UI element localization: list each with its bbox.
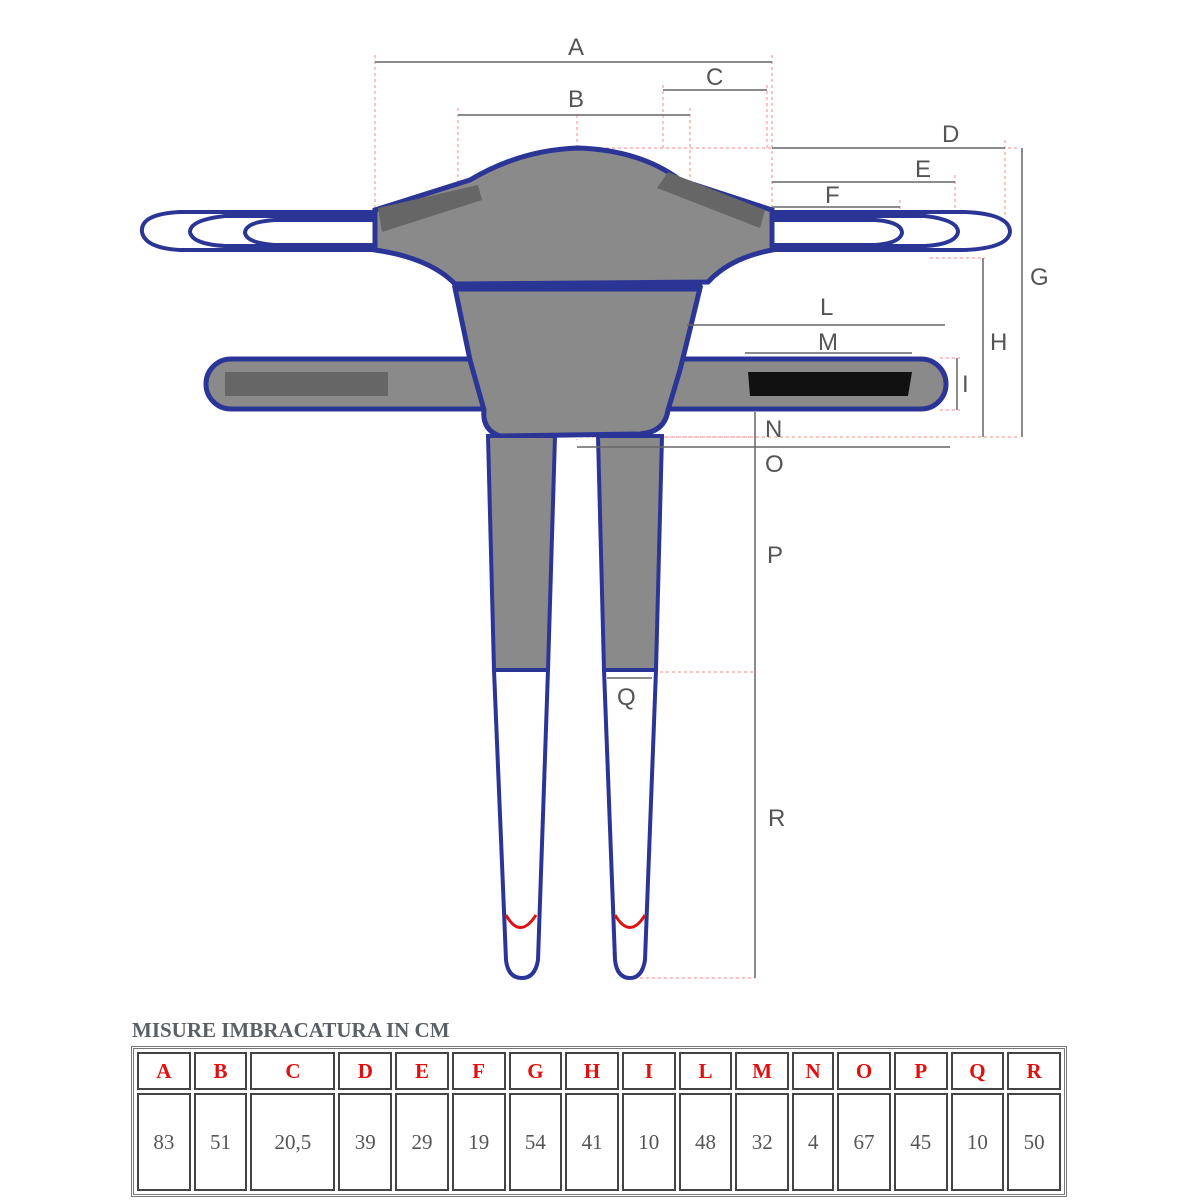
label-H: H: [990, 329, 1007, 356]
header-cell: F: [451, 1052, 506, 1090]
label-N: N: [765, 416, 782, 443]
label-Q: Q: [617, 684, 636, 711]
value-cell: 67: [837, 1093, 891, 1191]
value-cell: 10: [621, 1093, 676, 1191]
header-cell: H: [565, 1052, 619, 1090]
header-cell: B: [193, 1052, 248, 1090]
header-cell: G: [508, 1052, 563, 1090]
right-belt-velcro: [748, 372, 912, 396]
label-O: O: [765, 451, 784, 478]
value-cell: 39: [338, 1093, 393, 1191]
label-B: B: [568, 86, 584, 113]
header-cell: P: [893, 1052, 948, 1090]
right-leg-strap: [595, 434, 665, 981]
header-cell: I: [621, 1052, 676, 1090]
label-A: A: [568, 34, 584, 61]
label-D: D: [942, 121, 959, 148]
value-cell: 32: [735, 1093, 790, 1191]
header-cell: D: [338, 1052, 393, 1090]
dimension-labels: A B C D E F G H I L M N O P Q R: [568, 34, 1049, 832]
right-shoulder-pad: [657, 172, 765, 228]
header-cell: M: [735, 1052, 790, 1090]
label-P: P: [767, 542, 783, 569]
value-cell: 10: [950, 1093, 1005, 1191]
left-arm-straps: [139, 210, 375, 252]
label-E: E: [915, 156, 931, 183]
header-cell: Q: [950, 1052, 1005, 1090]
label-R: R: [768, 805, 785, 832]
table-title: MISURE IMBRACATURA IN CM: [132, 1018, 450, 1042]
sling-back-upper: [372, 145, 775, 287]
left-shoulder-pad: [378, 185, 482, 232]
value-cell: 4: [792, 1093, 835, 1191]
left-leg-strap: [485, 434, 558, 981]
value-cell: 19: [451, 1093, 506, 1191]
label-G: G: [1030, 264, 1049, 291]
label-F: F: [825, 182, 840, 209]
value-cell: 48: [678, 1093, 733, 1191]
header-cell: E: [395, 1052, 449, 1090]
value-cell: 41: [565, 1093, 619, 1191]
header-cell: A: [137, 1052, 191, 1090]
header-cell: R: [1007, 1052, 1061, 1090]
value-cell: 54: [508, 1093, 563, 1191]
value-cell: 45: [893, 1093, 948, 1191]
value-cell: 29: [395, 1093, 449, 1191]
value-cell: 50: [1007, 1093, 1061, 1191]
label-L: L: [820, 294, 833, 321]
right-arm-straps: [770, 210, 1013, 252]
label-C: C: [706, 64, 723, 91]
value-cell: 83: [137, 1093, 191, 1191]
sling-diagram: A B C D E F G H I L M N O P Q R: [139, 34, 1049, 981]
dimension-lines: [375, 61, 1023, 978]
header-cell: O: [837, 1052, 891, 1090]
header-cell: N: [792, 1052, 835, 1090]
value-cell: 20,5: [250, 1093, 336, 1191]
header-cell: L: [678, 1052, 733, 1090]
sling-back-lower: [451, 285, 704, 439]
label-I: I: [962, 371, 969, 398]
label-M: M: [818, 329, 838, 356]
value-cell: 51: [193, 1093, 248, 1191]
header-cell: C: [250, 1052, 336, 1090]
left-belt-pad: [225, 372, 388, 396]
